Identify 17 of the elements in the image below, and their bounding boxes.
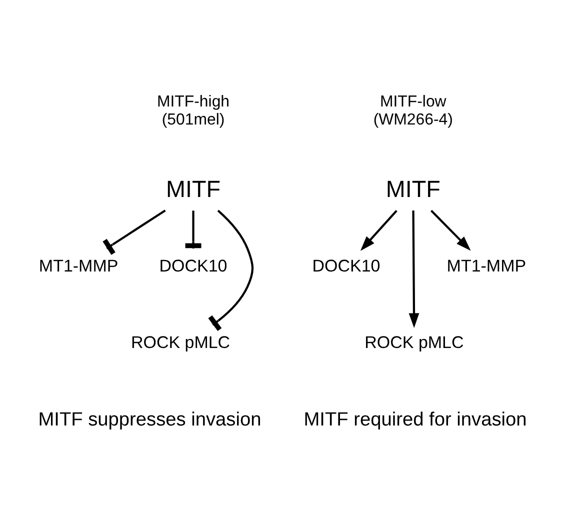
node-text: DOCK10 (159, 256, 228, 276)
node-text: MITF (386, 176, 440, 202)
arrow (360, 210, 398, 251)
node-text: MT1-MMP (446, 256, 526, 276)
arrow (408, 210, 420, 328)
label: MITF-low (WM266-4) (373, 93, 453, 128)
arrow (430, 210, 471, 251)
node-text: ROCK pMLC (364, 333, 464, 352)
node-text: DOCK10 (312, 256, 380, 276)
node-text: MT1-MMP (38, 256, 118, 276)
node-text: MITF (166, 176, 221, 202)
label: MITF-high (501mel) (157, 93, 230, 128)
connector (102, 210, 166, 255)
node-text: ROCK pMLC (130, 333, 230, 352)
label: MITF required for invasion (304, 409, 527, 430)
label: MITF suppresses invasion (38, 409, 262, 430)
connector (208, 210, 254, 332)
